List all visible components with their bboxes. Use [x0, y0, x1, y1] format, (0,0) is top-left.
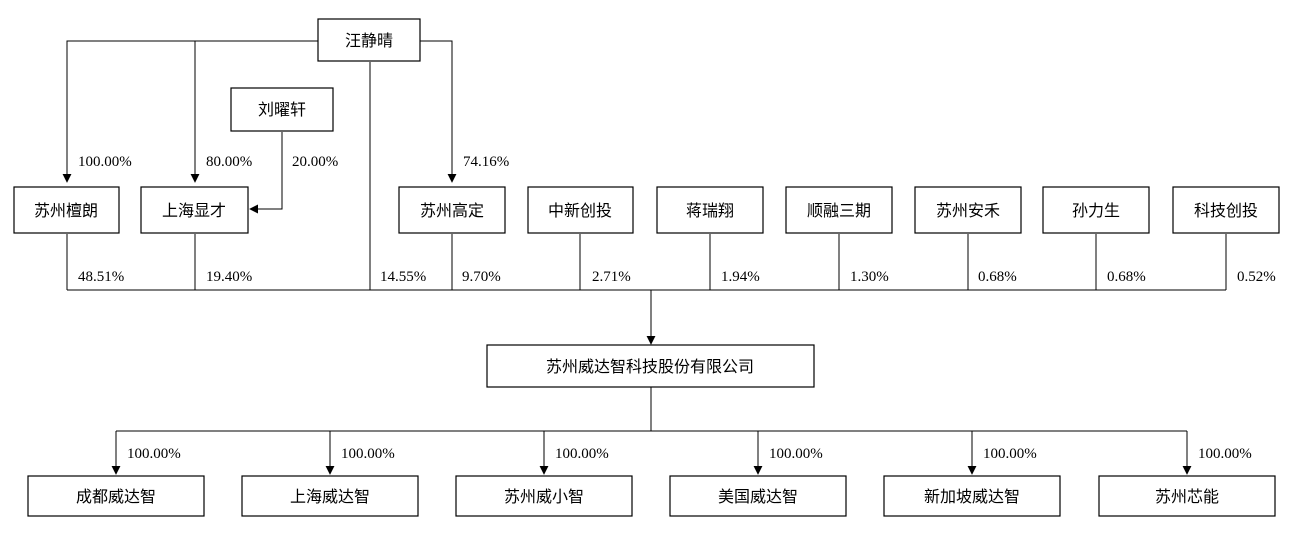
- subsidiary-box: 苏州威小智: [455, 475, 633, 517]
- shareholder-label: 蒋瑞翔: [686, 202, 734, 220]
- subsidiary-box: 新加坡威达智: [883, 475, 1061, 517]
- pct-label: 100.00%: [983, 446, 1037, 462]
- subsidiary-box: 苏州芯能: [1098, 475, 1276, 517]
- pct-label: 19.40%: [206, 269, 252, 285]
- pct-label: 100.00%: [341, 446, 395, 462]
- shareholder-box: 中新创投: [527, 186, 634, 234]
- shareholder-label: 中新创投: [548, 202, 612, 220]
- connector-lines: [62, 40, 1227, 475]
- pct-label: 100.00%: [1198, 446, 1252, 462]
- shareholder-label: 顺融三期: [807, 202, 871, 220]
- holder-box-liu: 刘曜轩: [230, 87, 334, 132]
- company-box: 苏州威达智科技股份有限公司: [486, 344, 815, 388]
- pct-label: 0.68%: [1107, 269, 1146, 285]
- shareholder-box: 蒋瑞翔: [656, 186, 764, 234]
- pct-label: 74.16%: [463, 154, 509, 170]
- liu-to-xiancai-arrow: [249, 132, 283, 214]
- pct-label: 100.00%: [78, 154, 132, 170]
- subsidiary-label: 苏州芯能: [1155, 488, 1219, 506]
- company-label: 苏州威达智科技股份有限公司: [546, 358, 754, 376]
- shareholder-label: 苏州安禾: [936, 202, 1000, 220]
- wang-to-tanlang-arrow: [62, 40, 318, 183]
- pct-label: 100.00%: [127, 446, 181, 462]
- subsidiary-box: 上海威达智: [241, 475, 419, 517]
- wang-to-gaoding-arrow: [420, 40, 457, 183]
- subsidiary-label: 美国威达智: [718, 488, 798, 506]
- holder-box-wang: 汪静晴: [317, 18, 421, 62]
- pct-label: 1.94%: [721, 269, 760, 285]
- pct-label: 100.00%: [555, 446, 609, 462]
- subsidiary-label: 成都威达智: [76, 488, 156, 506]
- subsidiary-box: 美国威达智: [669, 475, 847, 517]
- pct-label: 80.00%: [206, 154, 252, 170]
- shareholder-label: 苏州高定: [420, 202, 484, 220]
- shareholder-box: 顺融三期: [785, 186, 893, 234]
- subsidiary-label: 新加坡威达智: [924, 488, 1020, 506]
- pct-label: 1.30%: [850, 269, 889, 285]
- pct-label: 9.70%: [462, 269, 501, 285]
- pct-label: 14.55%: [380, 269, 426, 285]
- pct-label: 48.51%: [78, 269, 124, 285]
- pct-label: 0.68%: [978, 269, 1017, 285]
- pct-label: 0.52%: [1237, 269, 1276, 285]
- shareholder-label: 科技创投: [1194, 202, 1258, 220]
- shareholder-label: 孙力生: [1072, 202, 1120, 220]
- shareholder-box: 上海显才: [140, 186, 249, 234]
- pct-label: 2.71%: [592, 269, 631, 285]
- subsidiary-box: 成都威达智: [27, 475, 205, 517]
- holder-label: 汪静晴: [345, 32, 393, 50]
- pct-label: 20.00%: [292, 154, 338, 170]
- shareholder-box: 苏州檀朗: [13, 186, 120, 234]
- holder-label: 刘曜轩: [258, 101, 306, 119]
- shareholder-box: 苏州安禾: [914, 186, 1022, 234]
- subsidiary-label: 上海威达智: [290, 488, 370, 506]
- pct-label: 100.00%: [769, 446, 823, 462]
- shareholder-box: 苏州高定: [398, 186, 506, 234]
- shareholder-label: 上海显才: [162, 202, 226, 220]
- subsidiary-label: 苏州威小智: [504, 488, 584, 506]
- shareholder-label: 苏州檀朗: [34, 201, 98, 220]
- shareholder-box: 科技创投: [1172, 186, 1280, 234]
- shareholder-box: 孙力生: [1042, 186, 1150, 234]
